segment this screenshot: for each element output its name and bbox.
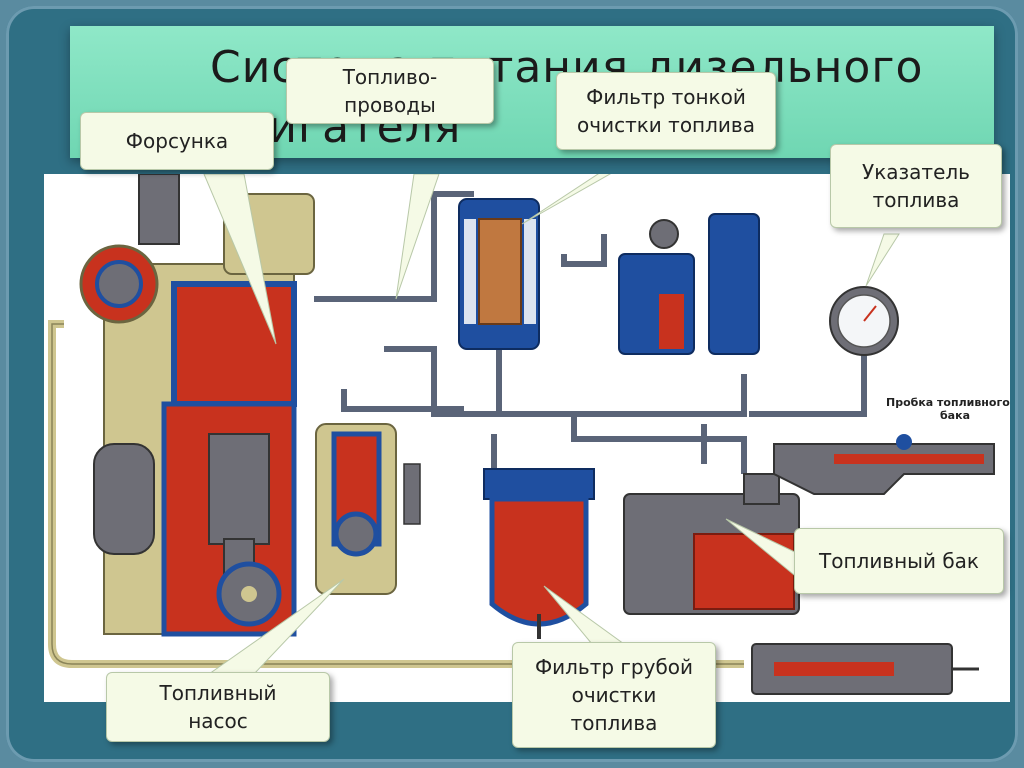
tank-cap-label-line-2: бака (940, 409, 970, 422)
callout-fine-filter: Фильтр тонкой очистки топлива (556, 72, 776, 150)
fuel-gauge (829, 286, 899, 414)
tank-cap-label: Пробка топливного бака (886, 396, 1010, 422)
fuel-pump (315, 423, 421, 595)
callout-injector: Форсунка (80, 112, 274, 170)
callout-coarse-filter: Фильтр грубой очистки топлива (512, 642, 716, 748)
fuel-lines (314, 191, 867, 474)
callout-fuel-pump: Топливный насос (106, 672, 330, 742)
fuel-system-diagram: Пробка топливного бака (48, 174, 1010, 695)
fine-fuel-filter (458, 198, 540, 350)
slide-background: Система питания дизельного двигателя (6, 6, 1018, 762)
fuel-tank (623, 473, 800, 615)
callout-pointers (203, 174, 900, 675)
nozzle-detail (751, 643, 979, 695)
coarse-fuel-filter (483, 468, 595, 639)
booster-pump-assembly (618, 213, 760, 355)
callout-fuel-gauge: Указатель топлива (830, 144, 1002, 228)
tank-cap-detail (773, 434, 995, 495)
engine-block (79, 174, 315, 637)
callout-fuel-lines: Топливо- проводы (286, 58, 494, 124)
callout-fuel-tank: Топливный бак (794, 528, 1004, 594)
tank-cap-label-line-1: Пробка топливного (886, 396, 1010, 409)
diagram-panel: Пробка топливного бака (44, 174, 1010, 702)
